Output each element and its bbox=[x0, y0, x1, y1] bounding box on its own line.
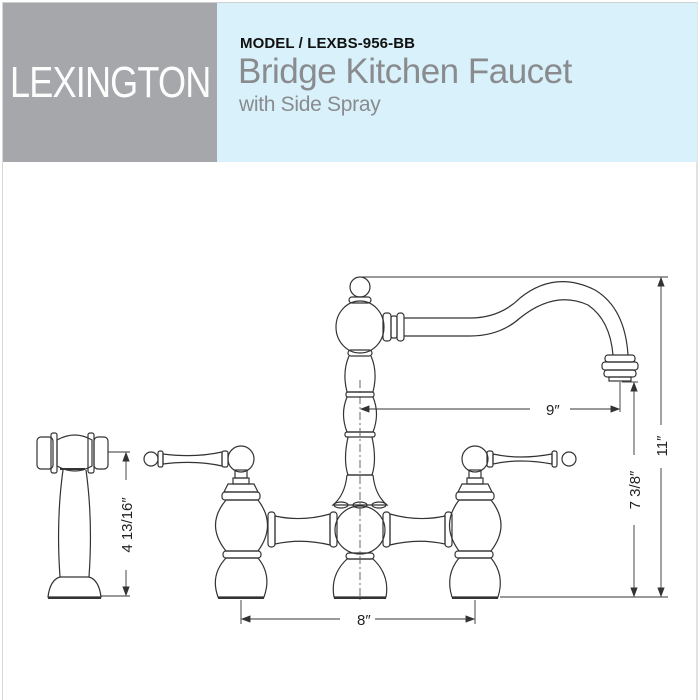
side-spray-drawing bbox=[36, 432, 109, 599]
product-title: Bridge Kitchen Faucet bbox=[238, 52, 572, 91]
dim-side-spray-height: 4 13/16″ bbox=[119, 497, 136, 553]
model-number: MODEL / LEXBS-956-BB bbox=[240, 35, 416, 52]
dim-center-spread: 8″ bbox=[357, 612, 371, 629]
left-valve-drawing bbox=[143, 445, 269, 599]
dim-spout-reach: 9″ bbox=[546, 402, 560, 419]
right-valve-drawing bbox=[448, 445, 577, 599]
title-panel: MODEL / LEXBS-956-BB Bridge Kitchen Fauc… bbox=[217, 3, 697, 162]
dimension-lines bbox=[101, 276, 668, 624]
brand-panel: LEXINGTON bbox=[3, 3, 217, 162]
dim-spout-height: 7 3/8″ bbox=[627, 470, 644, 509]
brand-name: LEXINGTON bbox=[9, 57, 211, 107]
dim-overall-height: 11″ bbox=[654, 435, 671, 457]
bridge-drawing bbox=[267, 511, 453, 548]
product-subtitle: with Side Spray bbox=[239, 93, 381, 116]
spout-column-drawing bbox=[331, 276, 639, 599]
